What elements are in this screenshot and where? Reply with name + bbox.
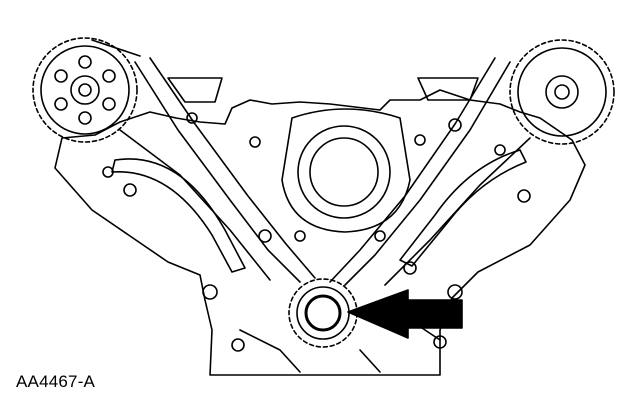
engine-block-outline [54, 89, 586, 376]
left-bracket [167, 77, 223, 103]
right-camshaft-sprocket [509, 39, 615, 145]
left-camshaft-sprocket [32, 37, 138, 143]
left-timing-chain [91, 39, 316, 283]
bolt-holes [102, 112, 531, 352]
figure-label: AA4467-A [16, 372, 96, 391]
pointer-arrow [347, 289, 463, 339]
center-boss [281, 108, 411, 233]
right-timing-chain [329, 57, 531, 286]
right-chain-guide [399, 149, 527, 267]
crankshaft-sprocket [288, 278, 358, 348]
right-bracket [417, 77, 479, 101]
left-chain-guide [111, 158, 246, 273]
